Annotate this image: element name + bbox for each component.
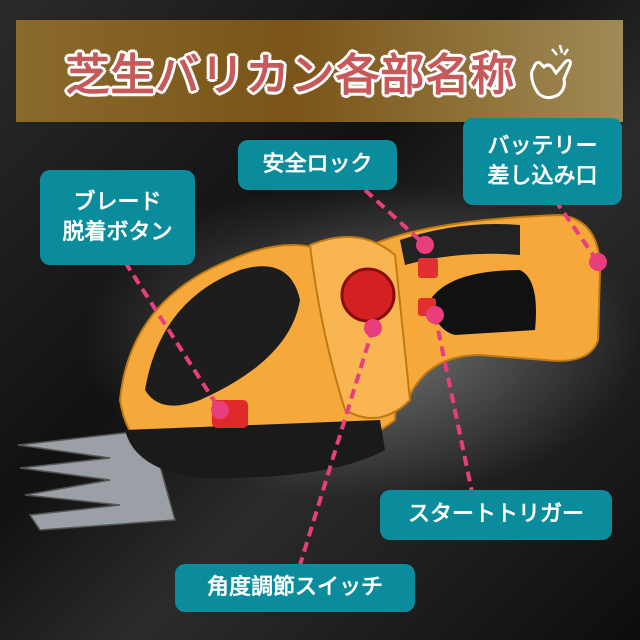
label-angle-switch: 角度調節スイッチ: [175, 564, 415, 612]
pointer-dots: [211, 236, 607, 419]
blade: [17, 429, 176, 531]
pointer-lines: [123, 188, 600, 566]
pointer-dot: [589, 253, 607, 271]
label-text: 角度調節スイッチ: [206, 575, 383, 600]
label-blade-release-button: ブレード 脱着ボタン: [40, 170, 195, 265]
label-text: 安全ロック: [262, 152, 373, 177]
safety-lock-part: [418, 258, 438, 278]
page-title: 芝生バリカン各部名称: [65, 50, 516, 101]
pointer-line-angle-switch: [298, 327, 375, 566]
label-line: 脱着ボタン: [62, 219, 173, 245]
pointer-line-battery-slot: [553, 198, 600, 264]
pointer-dot: [364, 319, 382, 337]
pointer-line-start-trigger: [433, 314, 474, 493]
pointer-line-blade-release: [123, 260, 222, 412]
pointing-hand-icon: [529, 44, 572, 100]
label-line: ブレード: [73, 189, 162, 215]
pointer-line-safety-lock: [363, 188, 427, 247]
label-battery-slot: バッテリー 差し込み口: [463, 118, 622, 205]
label-safety-lock: 安全ロック: [238, 140, 397, 190]
label-line: バッテリー: [487, 133, 598, 159]
label-text: スタートトリガー: [407, 502, 584, 527]
pointer-dot: [426, 306, 444, 324]
angle-switch-part: [340, 267, 396, 323]
pointer-dot: [211, 401, 229, 419]
title-banner: 芝生バリカン各部名称: [16, 20, 623, 122]
label-start-trigger: スタートトリガー: [380, 490, 612, 540]
pointer-dot: [416, 236, 434, 254]
label-line: 差し込み口: [487, 163, 598, 189]
